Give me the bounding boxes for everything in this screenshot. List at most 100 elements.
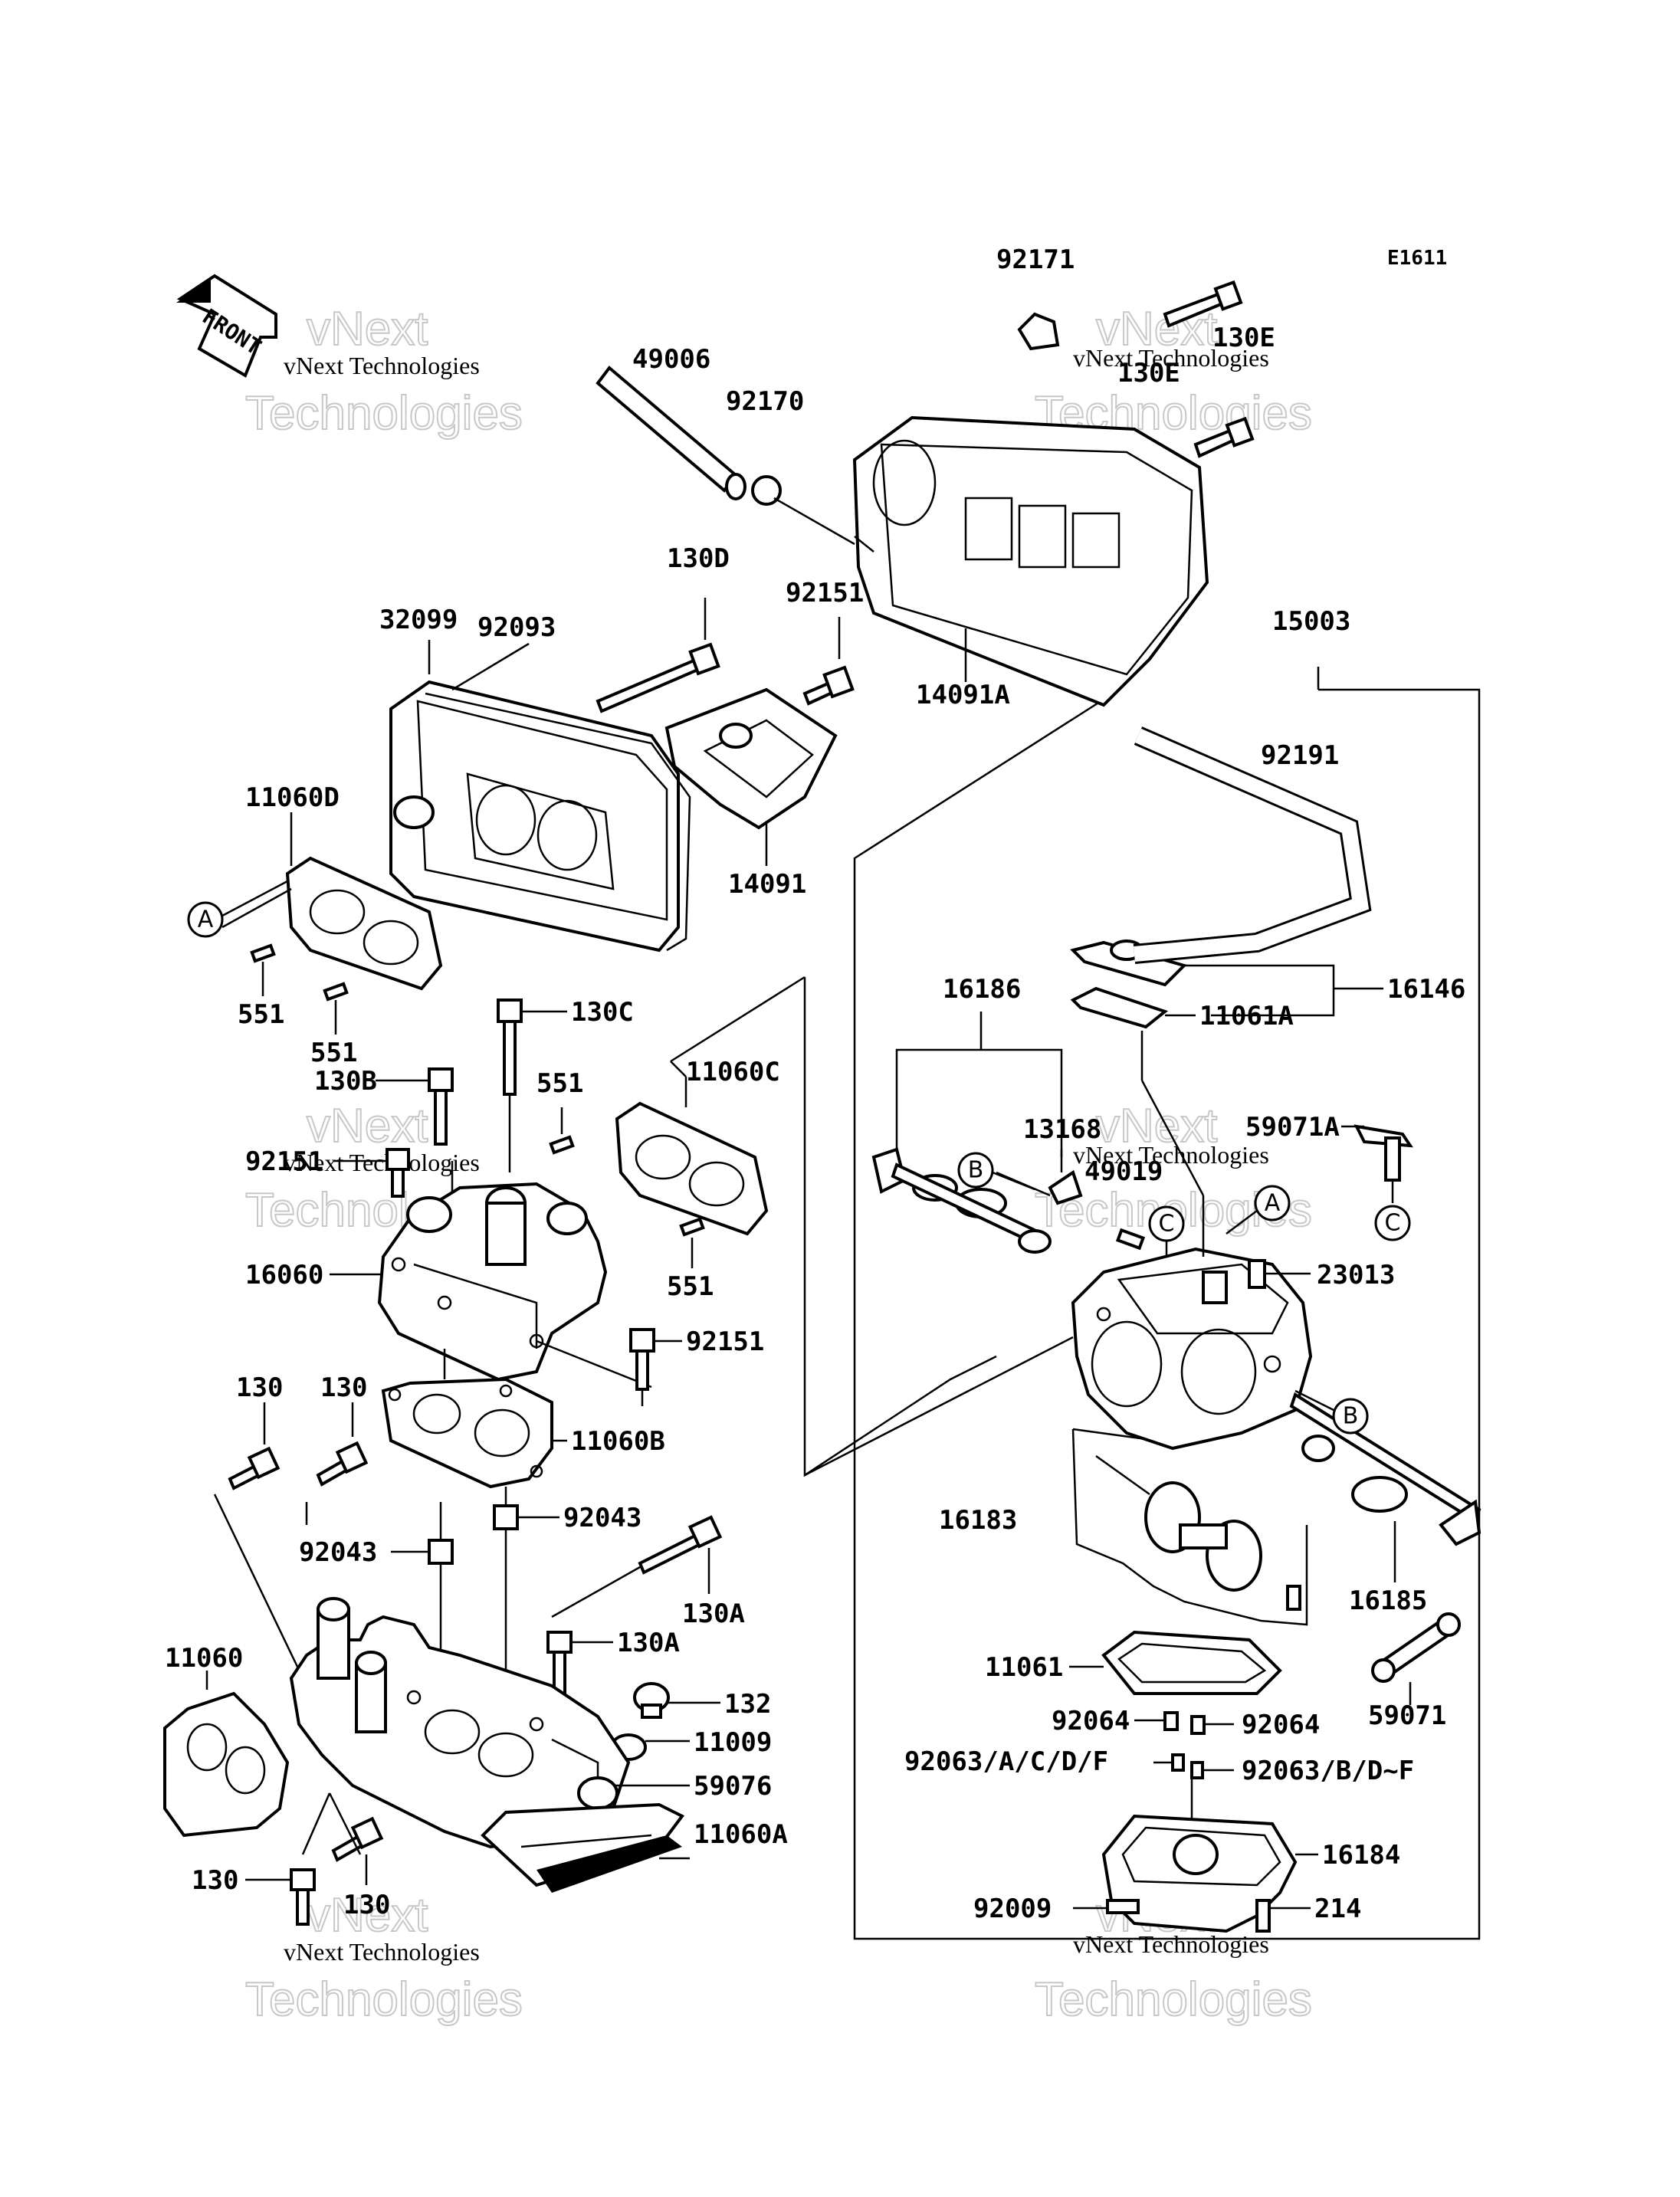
svg-text:B: B <box>968 1157 984 1184</box>
air-box-cover <box>852 415 1209 707</box>
part-label: 11061A <box>1199 1001 1294 1031</box>
part-label: 130E <box>1117 358 1180 389</box>
part-label: 49006 <box>632 344 710 375</box>
jet-92064 <box>1163 1711 1179 1731</box>
svg-text:A: A <box>198 907 214 933</box>
bolt-130 <box>331 1816 384 1862</box>
screw-23013 <box>1248 1259 1266 1289</box>
part-label: 14091A <box>916 680 1010 710</box>
part-label: 130E <box>1212 323 1275 353</box>
part-label: 92151 <box>786 578 864 608</box>
bolt-92151 <box>629 1328 655 1391</box>
gasket-92093 <box>425 692 691 952</box>
part-label: 92009 <box>973 1894 1052 1924</box>
callout-C: C <box>1148 1205 1185 1242</box>
part-label: 59071A <box>1245 1112 1340 1143</box>
gasket-11060C <box>615 1101 769 1236</box>
part-label: 16184 <box>1322 1840 1400 1871</box>
bolt-130C <box>497 998 523 1096</box>
jet-92063 <box>1190 1761 1204 1779</box>
screw-214 <box>1255 1899 1271 1933</box>
part-label: 16186 <box>943 974 1021 1005</box>
part-label: 11060C <box>686 1057 780 1087</box>
part-label: 11060A <box>694 1819 788 1850</box>
jet-92063 <box>1171 1753 1185 1772</box>
part-label: 130A <box>682 1599 745 1629</box>
part-label: 132 <box>724 1689 771 1720</box>
callout-B: B <box>1332 1398 1369 1435</box>
choke-assy-16186 <box>871 1147 1052 1254</box>
part-label: 92043 <box>563 1503 641 1533</box>
bolt-130E <box>1193 416 1255 458</box>
part-label: 92151 <box>686 1326 764 1357</box>
watermark-small: vNext Technologies <box>284 1938 480 1966</box>
watermark-small: vNext Technologies <box>1073 1141 1269 1169</box>
carburetor-body <box>1071 1247 1313 1451</box>
watermark-big: Technologies <box>245 1973 523 2026</box>
part-label: 16060 <box>245 1260 323 1290</box>
part-label: 130B <box>314 1066 377 1097</box>
part-label: 214 <box>1314 1894 1361 1924</box>
part-label: 15003 <box>1272 606 1350 637</box>
part-label: 92170 <box>726 386 804 417</box>
gasket-11061 <box>1101 1630 1282 1695</box>
gasket-11060D <box>285 856 443 991</box>
part-label: 23013 <box>1317 1260 1395 1290</box>
part-label: 551 <box>667 1271 714 1302</box>
part-labels: 92171 130E 130E 49006 92170 130D 92151 3… <box>165 244 1465 1924</box>
part-label: 11060D <box>245 782 340 813</box>
intake-manifold-59076 <box>289 1597 631 1849</box>
part-label: 551 <box>536 1068 583 1099</box>
gasket-11060 <box>163 1691 290 1838</box>
watermark-small: vNext Technologies <box>1073 1930 1269 1958</box>
diagram-code: E1611 <box>1387 247 1447 270</box>
callout-C: C <box>1374 1205 1411 1241</box>
jet-49019 <box>1115 1228 1146 1251</box>
front-arrow-icon: FRONT <box>176 274 277 378</box>
part-label: 59071 <box>1368 1700 1446 1731</box>
float-16183 <box>1095 1454 1301 1611</box>
intake-cover-32099 <box>389 680 680 953</box>
part-label: 92063/B/D~F <box>1242 1756 1414 1786</box>
watermark-small: vNext Technologies <box>284 352 480 379</box>
assembly-box-15003 <box>853 667 1481 1940</box>
part-label: 14091 <box>728 869 806 900</box>
bolt-130A <box>638 1515 723 1575</box>
collar-92043 <box>428 1539 454 1565</box>
part-label: 13168 <box>1023 1114 1101 1145</box>
part-label: 551 <box>238 999 284 1030</box>
plug-132 <box>633 1682 670 1719</box>
gasket-11060A <box>481 1802 685 1893</box>
intake-adaptor-16060 <box>377 1182 608 1382</box>
part-label: 130 <box>236 1372 283 1403</box>
dowel-pin-551 <box>549 1135 575 1155</box>
watermark-big: vNext <box>307 1889 428 1942</box>
part-label: 130C <box>571 997 634 1028</box>
bolt-92151 <box>802 665 855 706</box>
watermark-small: vNext Technologies <box>1073 344 1269 372</box>
spring-13168 <box>1048 1169 1083 1205</box>
part-label: 92064 <box>1242 1710 1320 1740</box>
part-label: 130A <box>617 1628 680 1658</box>
bolt-92151 <box>386 1148 410 1198</box>
part-label: 92063/A/C/D/F <box>904 1746 1108 1777</box>
part-label: 130 <box>320 1372 367 1403</box>
link-59071 <box>1371 1612 1461 1683</box>
part-label: 11060B <box>571 1426 665 1457</box>
plate-16146 <box>1070 939 1187 987</box>
callout-A: A <box>187 901 224 938</box>
watermark-big: Technologies <box>1035 1973 1312 2026</box>
part-label: 32099 <box>379 605 458 635</box>
part-label: 130D <box>667 543 730 574</box>
part-label: 16146 <box>1387 974 1465 1005</box>
bolt-130 <box>290 1868 316 1926</box>
dowel-pin-551 <box>250 943 276 963</box>
part-label: 11060 <box>165 1643 243 1674</box>
clamp-92170 <box>751 475 782 506</box>
part-label: 92191 <box>1261 740 1339 771</box>
bolt-130E <box>1163 280 1243 328</box>
part-label: 92093 <box>477 612 556 643</box>
watermark-big: vNext <box>307 1100 428 1153</box>
breather-14091 <box>664 687 838 830</box>
